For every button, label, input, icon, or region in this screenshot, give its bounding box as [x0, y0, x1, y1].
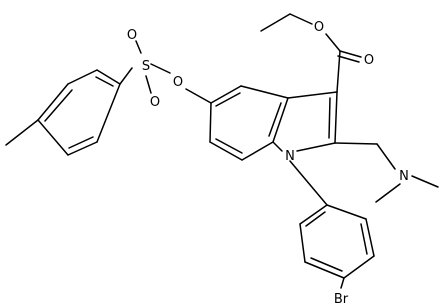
- bond-c3a-c7a-inner: [268, 102, 282, 137]
- atom-o-sulfonyl-lower: O: [150, 95, 160, 110]
- bond-tolyl-6: [96, 83, 121, 143]
- bond-ethyl-ch3: [260, 13, 291, 32]
- atom-sulfur: S: [142, 59, 150, 74]
- atom-o-sulfonyl-upper: O: [127, 28, 137, 43]
- bond-c4-c5: [210, 85, 242, 104]
- bond-n1-c-ipso: [289, 160, 328, 206]
- bond-tolyl-3: [37, 83, 69, 121]
- bond-bromophenyl-5: [365, 218, 375, 257]
- bond-c3a-c4: [240, 85, 289, 99]
- bond-c3-c2: [334, 91, 338, 144]
- bond-tolyl-methyl: [5, 119, 39, 146]
- bond-c2-ch2: [334, 142, 378, 145]
- bond-tolyl-1: [96, 69, 121, 85]
- atom-o-ester-carbonyl: O: [364, 53, 374, 68]
- bond-tolyl-2: [67, 69, 98, 85]
- bond-c-br: [340, 277, 345, 289]
- bond-o-s: [150, 63, 171, 74]
- bond-bromophenyl-4: [343, 255, 375, 279]
- bond-o-carbonyl-c: [325, 33, 341, 52]
- bond-ch2-n: [376, 143, 396, 170]
- bond-c3a-c7a: [272, 97, 289, 143]
- bond-carbonyl-c3: [336, 50, 341, 93]
- bonds: [5, 13, 439, 289]
- atom-n-amine: N: [399, 169, 409, 184]
- bond-bromophenyl-3-inner: [310, 257, 343, 272]
- atom-bromine: Br: [334, 292, 349, 307]
- bond-tolyl-5: [67, 141, 98, 156]
- bond-c3-c3a: [287, 91, 338, 99]
- bond-bromophenyl-1: [299, 204, 328, 225]
- bond-s-o-lower: [145, 75, 152, 94]
- bond-bromophenyl-3: [304, 261, 345, 279]
- bond-n-methyl-right: [411, 175, 439, 188]
- bond-c5-o: [185, 88, 212, 104]
- bond-tolyl-5-inner: [68, 136, 94, 149]
- bond-tolyl-3-inner: [44, 89, 73, 122]
- bond-s-o-upper: [135, 40, 142, 54]
- bond-c2-n1: [296, 142, 336, 152]
- bond-n-methyl-down: [375, 183, 401, 203]
- bond-bromophenyl-1-inner: [305, 211, 326, 227]
- bond-c7-c7a: [241, 141, 274, 161]
- bond-n1-c7a: [272, 141, 283, 152]
- bond-c-o-double-1: [339, 50, 362, 58]
- bond-bromophenyl-2: [299, 223, 306, 263]
- atom-o-aryl-ester: O: [173, 75, 183, 90]
- bond-s-c-ipso: [119, 67, 133, 85]
- bond-bromophenyl-5-inner: [360, 223, 368, 255]
- atom-labels: O O O S O O N N Br: [127, 20, 409, 307]
- bond-ethyl-ch2-o: [289, 13, 313, 25]
- bond-c-o-double-2: [337, 55, 360, 63]
- bond-c5-c6: [209, 102, 212, 143]
- bond-c3-c2-inner: [328, 97, 331, 139]
- atom-o-ester-alkoxy: O: [314, 20, 324, 35]
- bond-c4-c5-inner: [215, 92, 241, 107]
- bond-tolyl-4: [37, 119, 69, 156]
- atom-n-indole: N: [285, 149, 295, 164]
- bond-c6-c7: [209, 141, 243, 161]
- bond-c6-c7-inner: [215, 138, 243, 154]
- bond-bromophenyl-6: [326, 204, 367, 220]
- bond-tolyl-1-inner: [95, 76, 114, 87]
